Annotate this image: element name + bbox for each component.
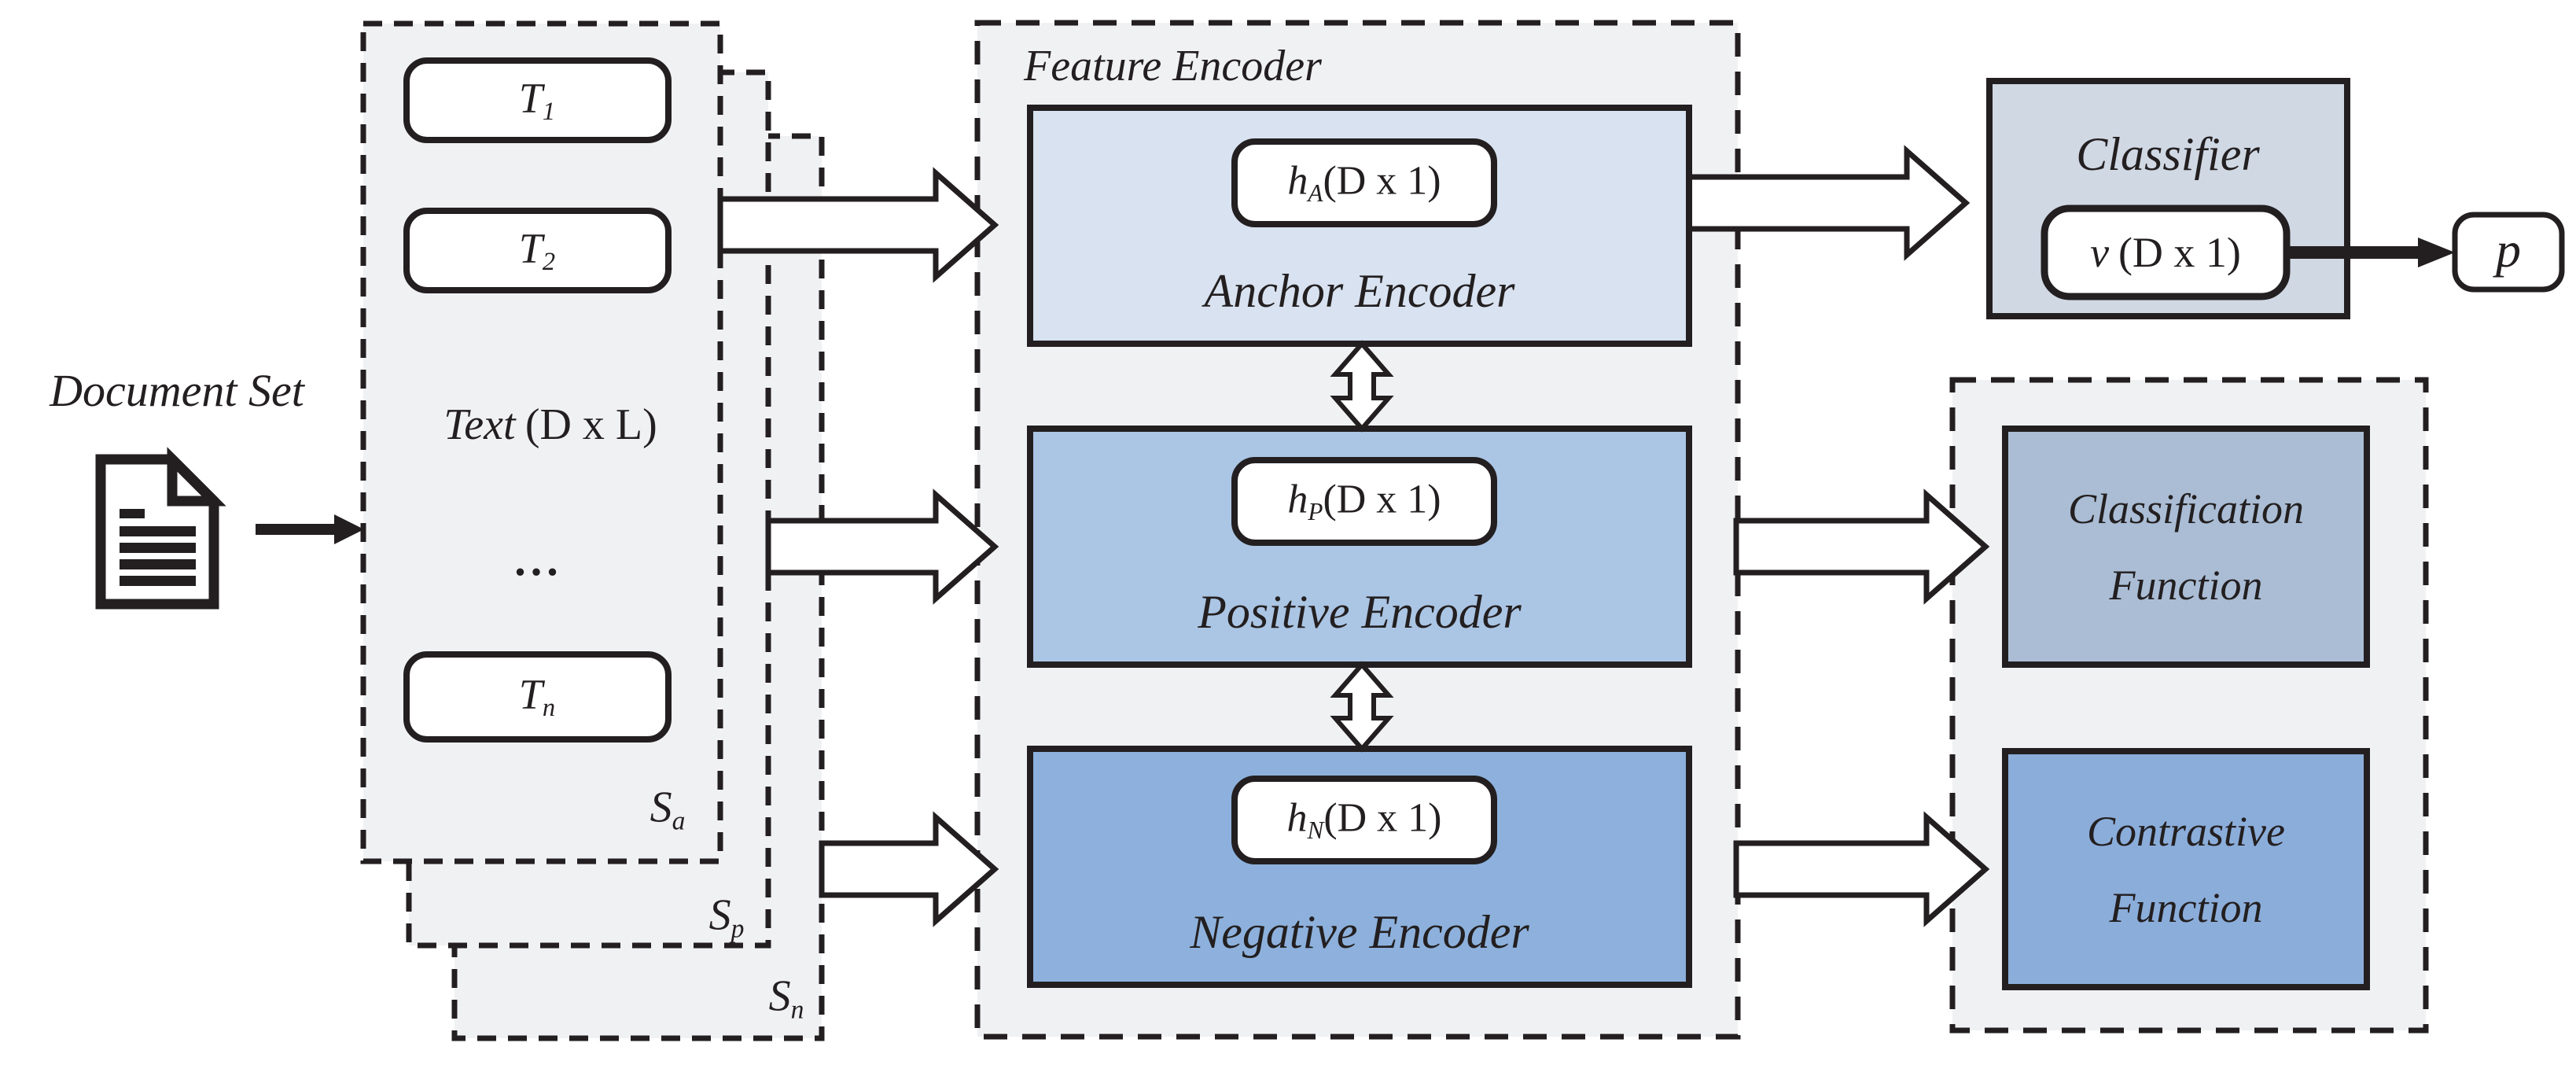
document-icon bbox=[95, 447, 226, 610]
t2-label: T2 bbox=[518, 224, 556, 277]
v-vector-label: v(D x 1) bbox=[2090, 229, 2241, 276]
t2-box bbox=[403, 208, 672, 293]
classification-function-box bbox=[2002, 426, 2370, 668]
set-negative-label: Sn bbox=[768, 971, 804, 1025]
h-positive-box bbox=[1231, 457, 1497, 546]
arrow-negative-set-to-encoder bbox=[819, 811, 999, 927]
tn-box bbox=[403, 651, 672, 743]
ellipsis-label: ... bbox=[514, 534, 563, 585]
set-positive-label: Sp bbox=[708, 890, 745, 944]
h-positive-label: hP(D x 1) bbox=[1287, 477, 1441, 526]
text-matrix-label: Text(D x L) bbox=[443, 400, 657, 449]
tn-label: Tn bbox=[518, 670, 556, 723]
p-output-box bbox=[2452, 212, 2565, 293]
negative-encoder-label: Negative Encoder bbox=[1190, 906, 1529, 958]
arrow-positive-set-to-encoder bbox=[765, 488, 999, 605]
contrastive-function-label: Contrastive Function bbox=[2087, 807, 2285, 931]
document-icon-line bbox=[120, 526, 196, 536]
p-output-label: p bbox=[2496, 222, 2521, 278]
document-icon-line bbox=[120, 576, 196, 586]
arrow-to-contrastive-function bbox=[1733, 811, 1990, 927]
h-negative-box bbox=[1231, 776, 1497, 864]
document-icon-fold bbox=[167, 447, 226, 507]
arrow-v-to-p bbox=[2287, 238, 2455, 267]
h-anchor-box bbox=[1231, 138, 1497, 227]
feature-encoder-title: Feature Encoder bbox=[1024, 42, 1322, 90]
arrow-anchor-set-to-encoder bbox=[717, 167, 999, 283]
document-icon-line bbox=[120, 509, 145, 518]
document-icon-line bbox=[120, 543, 196, 553]
contrastive-function-box bbox=[2002, 748, 2370, 990]
arrow-to-classification-function bbox=[1733, 488, 1990, 605]
h-negative-label: hN(D x 1) bbox=[1286, 795, 1442, 845]
t1-box bbox=[403, 57, 672, 143]
double-arrow-positive-negative bbox=[1330, 661, 1394, 753]
t1-label: T1 bbox=[518, 74, 556, 127]
anchor-encoder-label: Anchor Encoder bbox=[1204, 265, 1515, 317]
arrow-document-to-sets bbox=[256, 514, 364, 544]
h-anchor-label: hA(D x 1) bbox=[1287, 158, 1441, 208]
arrow-anchor-to-classifier bbox=[1686, 145, 1971, 261]
classification-function-label: Classification Function bbox=[2067, 485, 2305, 609]
classifier-title: Classifier bbox=[2076, 128, 2260, 180]
document-set-label: Document Set bbox=[50, 365, 304, 416]
document-icon-line bbox=[120, 559, 196, 569]
positive-encoder-label: Positive Encoder bbox=[1198, 586, 1522, 638]
double-arrow-anchor-positive bbox=[1330, 340, 1394, 433]
set-anchor-label: Sa bbox=[650, 783, 686, 836]
